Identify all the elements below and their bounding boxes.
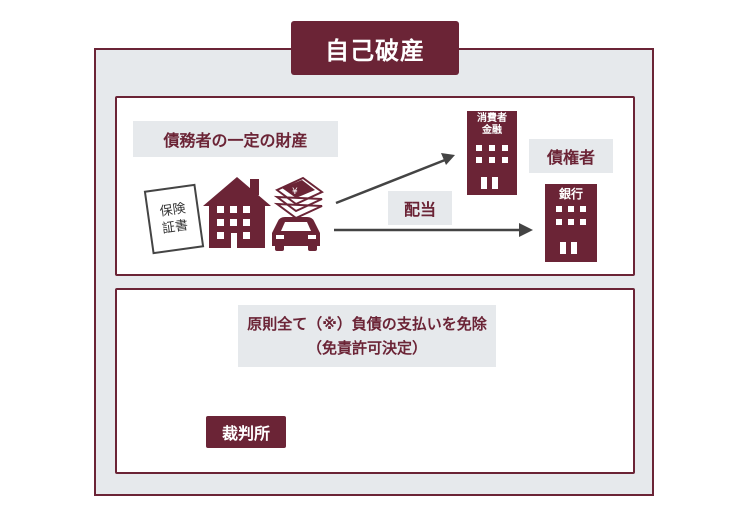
distribution-arrows <box>334 153 533 237</box>
house-icon <box>203 177 271 248</box>
consumer-finance-building-icon <box>467 111 517 195</box>
debtor-assets-label: 債務者の一定の財産 <box>133 121 338 157</box>
distribution-label: 配当 <box>388 191 452 225</box>
exemption-line2: （免責許可決定） <box>306 339 427 357</box>
car-icon <box>272 217 320 251</box>
consumer-finance-label: 消費者 金融 <box>467 113 517 137</box>
bank-label: 銀行 <box>558 187 583 201</box>
consumer-finance-line2: 金融 <box>482 125 502 136</box>
svg-text:¥: ¥ <box>292 187 298 197</box>
page-title: 自己破産 <box>291 21 459 75</box>
money-stack-icon: ¥ <box>273 176 324 220</box>
debt-exemption-panel <box>115 288 635 474</box>
bank-building-icon <box>545 184 597 262</box>
court-label: 裁判所 <box>206 416 286 448</box>
exemption-label: 原則全て（※）負債の支払いを免除 （免責許可決定） <box>238 305 496 367</box>
exemption-line1: 原則全て（※）負債の支払いを免除 <box>247 315 487 333</box>
creditor-label: 債権者 <box>529 139 613 173</box>
consumer-finance-line1: 消費者 <box>477 113 507 124</box>
